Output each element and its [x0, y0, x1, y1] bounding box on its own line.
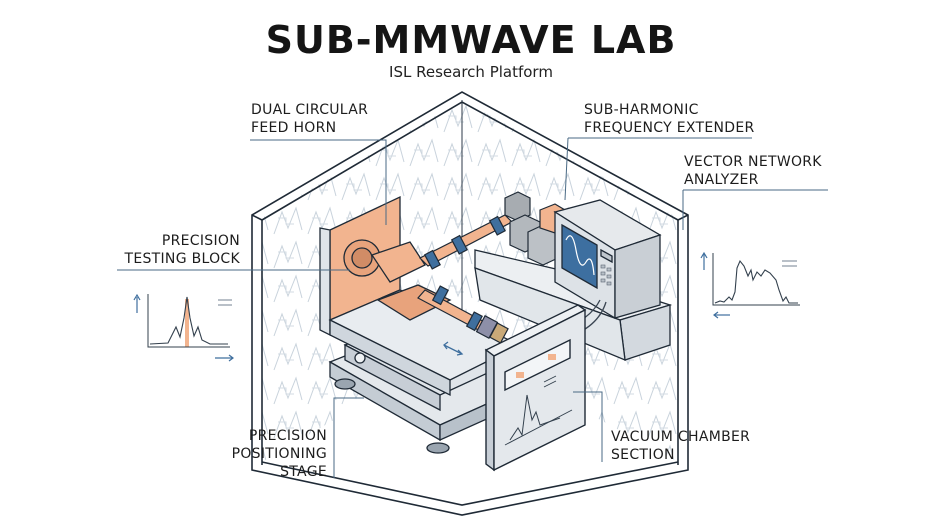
vector-network-analyzer [553, 199, 662, 339]
callout-line: TESTING BLOCK [124, 251, 240, 267]
callout-line: SECTION [611, 447, 675, 463]
equals-icon [782, 260, 797, 267]
left-arrow-icon [713, 311, 730, 319]
callout-line: VACUUM CHAMBER [611, 429, 751, 445]
left-spectrum-chart [133, 293, 234, 362]
callout-positioning-stage: PRECISION POSITIONING STAGE [210, 427, 327, 481]
leader-lines [117, 137, 828, 478]
callout-line: DUAL CIRCULAR [251, 102, 369, 118]
callout-vacuum-chamber: VACUUM CHAMBER SECTION [611, 428, 750, 464]
chamber-frame [251, 91, 689, 516]
callout-line: PRECISION [248, 428, 327, 444]
callout-line: POSITIONING [231, 446, 327, 462]
left-chart-axes [147, 294, 230, 348]
callout-testing-block: PRECISION TESTING BLOCK [120, 232, 240, 268]
up-arrow-icon [133, 293, 141, 313]
callout-feed-horn: DUAL CIRCULAR FEED HORN [251, 101, 368, 137]
right-arrow-icon [215, 354, 234, 362]
callout-line: FEED HORN [251, 120, 337, 136]
callout-line: FREQUENCY EXTENDER [584, 120, 755, 136]
callout-line: VECTOR NETWORK [684, 154, 822, 170]
frequency-extender [504, 191, 566, 266]
callout-frequency-extender: SUB-HARMONIC FREQUENCY EXTENDER [584, 101, 755, 137]
right-chart-trace [714, 259, 798, 304]
callout-line: ANALYZER [684, 172, 759, 188]
left-chart-highlight-band [185, 299, 189, 347]
left-chart-trace [149, 296, 228, 345]
double-arrow-icon [443, 341, 464, 356]
equals-icon [218, 299, 232, 306]
waveguide-assembly [417, 214, 514, 344]
callout-line: STAGE [280, 464, 327, 480]
callout-line: SUB-HARMONIC [584, 102, 699, 118]
callout-vector-network-analyzer: VECTOR NETWORK ANALYZER [684, 153, 822, 189]
testing-block [319, 195, 522, 397]
page-subtitle: ISL Research Platform [389, 63, 553, 81]
right-chart-axes [712, 253, 800, 306]
right-spectrum-chart [700, 251, 800, 319]
vacuum-chamber-panel [484, 304, 587, 472]
callout-line: PRECISION [161, 233, 240, 249]
page-title: SUB-MMWAVE LAB [265, 18, 677, 62]
up-arrow-icon [700, 251, 708, 270]
